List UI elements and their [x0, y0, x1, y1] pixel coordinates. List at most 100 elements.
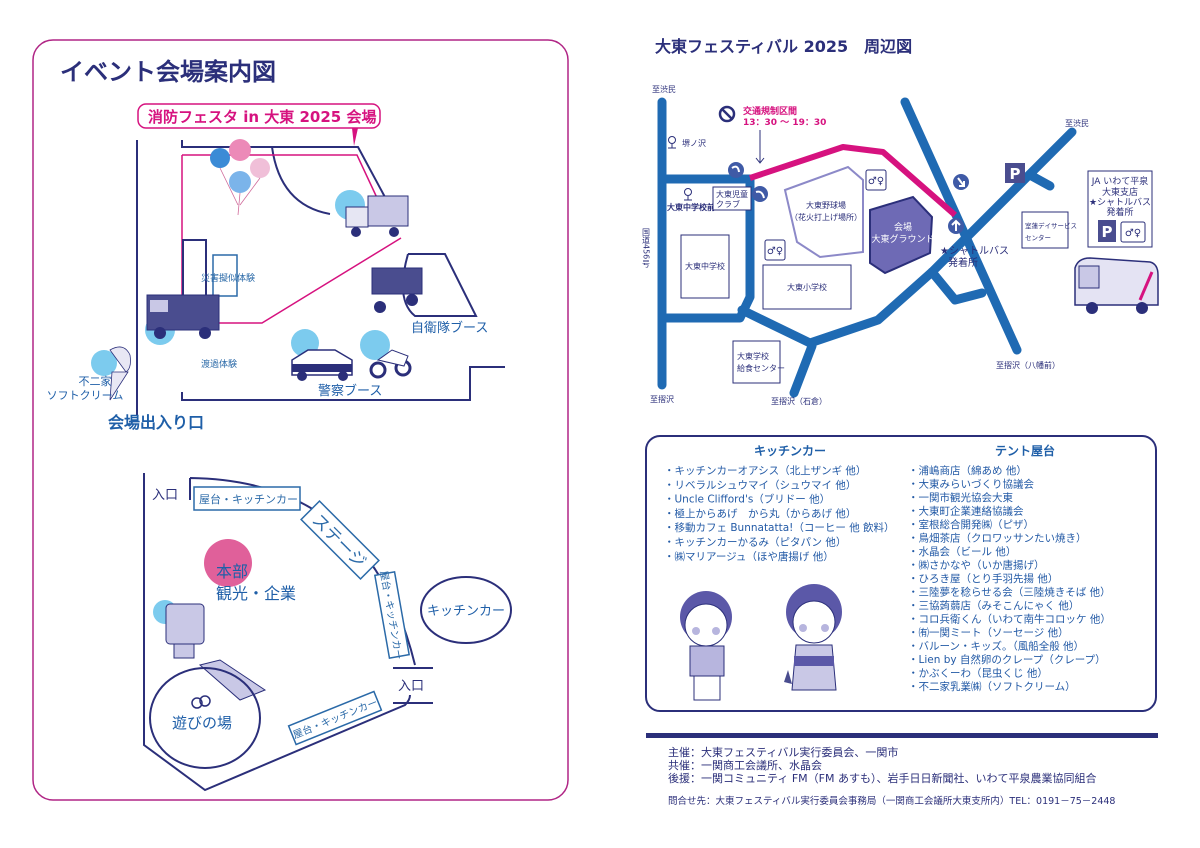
panel-border: [32, 39, 569, 801]
tent-stall-item: ・不二家乳業㈱（ソフトクリーム）: [908, 680, 1076, 693]
kitchen-car-label: キッチンカー: [427, 604, 505, 619]
kitchen-car-item: ・キッチンカーオアシス（北上ザンギ 他）: [664, 464, 866, 477]
girl-illustration: [784, 584, 842, 691]
to-surisawa-label: 至摺沢: [650, 394, 674, 404]
parking-label: P: [1010, 165, 1021, 183]
junior-high-label: 大東中学校: [685, 261, 725, 271]
turn-arrow-icon: [728, 162, 744, 178]
route-456-label: 国道456号: [642, 228, 651, 268]
surrounding-map: 大東フェスティバル 2025 周辺図 交通規制区間 13：30 ～ 19：30 …: [642, 37, 1159, 406]
venue-name-label: 大東グラウンド: [871, 233, 934, 245]
kitchen-car-list: ・キッチンカーオアシス（北上ザンギ 他）・リベラルシュウマイ（シュウマイ 他）・…: [664, 464, 895, 563]
elementary-school-box: [762, 264, 852, 310]
svg-text:♂♀: ♂♀: [868, 176, 884, 187]
ballpark-shape: [783, 165, 864, 259]
kitchen-car-item: ・極上からあげ から丸（からあげ 他）: [664, 507, 856, 520]
soft-cream-illustration: [91, 346, 131, 401]
kids-club-label: 大東児童: [716, 189, 748, 199]
fujiya-label: 不二家: [79, 374, 112, 388]
day-service-box: [1021, 211, 1069, 249]
callout-pointer: [352, 128, 358, 146]
road: [1025, 170, 1055, 191]
restricted-road: [749, 144, 957, 218]
tent-stall-item: ・大東町企業連絡協議会: [908, 505, 1024, 518]
elementary-school-label: 大東小学校: [787, 282, 827, 292]
parking-label: P: [1102, 223, 1113, 241]
road: [789, 341, 817, 398]
police-motorcycle-illustration: [369, 349, 412, 379]
bus-illustration: [1074, 257, 1159, 314]
footer-divider: [646, 733, 1158, 738]
play-area-label: 遊びの場: [172, 714, 232, 732]
day-service-label: センター: [1025, 233, 1051, 242]
surrounding-map-title: 大東フェスティバル 2025 周辺図: [655, 37, 912, 56]
tourism-label: 観光・企業: [216, 584, 296, 603]
venue-gate-label: 会場出入り口: [108, 413, 204, 432]
restroom-icon: ♂♀: [764, 239, 786, 261]
co-organizer-text: 共催：一関商工会議所、水晶会: [668, 758, 822, 772]
day-service-label: 室蓮デイサービス: [1025, 221, 1077, 230]
callout-label: 消防フェスタ in 大東 2025 会場: [148, 108, 376, 126]
arrow-icon: [953, 174, 969, 190]
svg-text:♂♀: ♂♀: [1125, 228, 1141, 239]
hq-marker: [204, 539, 252, 587]
kitchen-car-item: ・キッチンカーかるみ（ピタパン 他）: [664, 536, 846, 549]
tent-stall-item: ・大東みらいづくり協議会: [908, 478, 1034, 491]
road: [927, 267, 987, 305]
disaster-experience-label: 災害擬似体験: [201, 272, 255, 284]
venue-label: 会場: [894, 221, 912, 233]
ring-toss-illustration: [191, 659, 267, 709]
kids-club-label: クラブ: [716, 199, 740, 209]
crossing-experience-label: 渡過体験: [201, 358, 237, 370]
kitchen-car-area: [420, 576, 512, 644]
venue-map-title: イベント会場案内図: [60, 58, 276, 86]
lunch-center-label: 給食センター: [737, 363, 785, 373]
bus-stop-icon: [684, 188, 692, 201]
road-edge: [181, 140, 387, 200]
tent-stall-item: ・㈲一関ミート（ソーセージ 他）: [908, 626, 1069, 639]
fireworks-label: （花火打上げ場所）: [790, 212, 862, 222]
parking-icon: [1098, 220, 1116, 242]
road-edge: [271, 146, 331, 215]
police-car-illustration: [291, 329, 390, 381]
sakainosawa-label: 堺ノ沢: [682, 138, 706, 148]
play-area: [149, 667, 261, 769]
restriction-title: 交通規制区間: [743, 105, 797, 117]
tent-stall-item: ・コロ兵衛くん（いわて南牛コロッケ 他）: [908, 613, 1111, 626]
stage-area: ステージ: [300, 500, 380, 580]
entrance-label: 入口: [152, 488, 178, 503]
restroom-icon: ♂♀: [865, 169, 887, 191]
tent-stall-item: ・ひろき屋（とり手羽先揚 他）: [908, 572, 1058, 585]
kitchen-car-item: ・移動カフェ Bunnatatta!（コーヒー 他 飲料）: [664, 521, 895, 534]
tent-stall-item: ・一関市観光協会大東: [908, 491, 1013, 504]
arrow-down-icon: [755, 130, 765, 164]
to-shibutami-label: 至渋民: [652, 84, 676, 94]
truck-illustration: [335, 190, 409, 237]
venue-ground: [869, 195, 934, 275]
hq-label: 本部: [216, 562, 248, 581]
cotton-candy-illustration: [153, 600, 205, 659]
bus-stop-icon: [668, 136, 676, 149]
kitchen-car-item: ・Uncle Clifford's（ブリドー 他）: [664, 493, 830, 506]
police-booth-label: 警察ブース: [318, 383, 382, 399]
to-surisawa-ishikura-label: 至摺沢（石倉）: [771, 396, 827, 406]
ja-branch-label: 大東支店: [1102, 186, 1138, 198]
kids-club-box: [712, 186, 752, 211]
fire-engine-illustration: [145, 294, 220, 345]
soft-cream-label: ソフトクリーム: [47, 389, 124, 402]
balloons-illustration: [210, 139, 270, 216]
to-surisawa-hachiman-label: 至摺沢（八幡前）: [996, 360, 1060, 370]
tent-stall-item: ・かぶくーわ（昆虫くじ 他）: [908, 667, 1048, 680]
tent-stall-heading: テント屋台: [995, 443, 1055, 458]
stall-area-bottom: 屋台・キッチンカー: [287, 690, 383, 746]
sdf-vehicle-illustration: [371, 267, 423, 313]
tent-stall-item: ・水晶会（ビール 他）: [908, 545, 1016, 558]
road: [737, 267, 937, 348]
tent-stall-item: ・室根総合開発㈱（ピザ）: [908, 518, 1034, 531]
tent-stall-item: ・Lien by 自然卵のクレープ（クレープ）: [908, 653, 1106, 666]
ja-shuttle-label: ★シャトルバス: [1089, 197, 1151, 208]
ja-shuttle-label: 発着所: [1106, 206, 1133, 218]
ballpark-label: 大東野球場: [806, 200, 846, 210]
entrance-label: 入口: [398, 679, 424, 694]
